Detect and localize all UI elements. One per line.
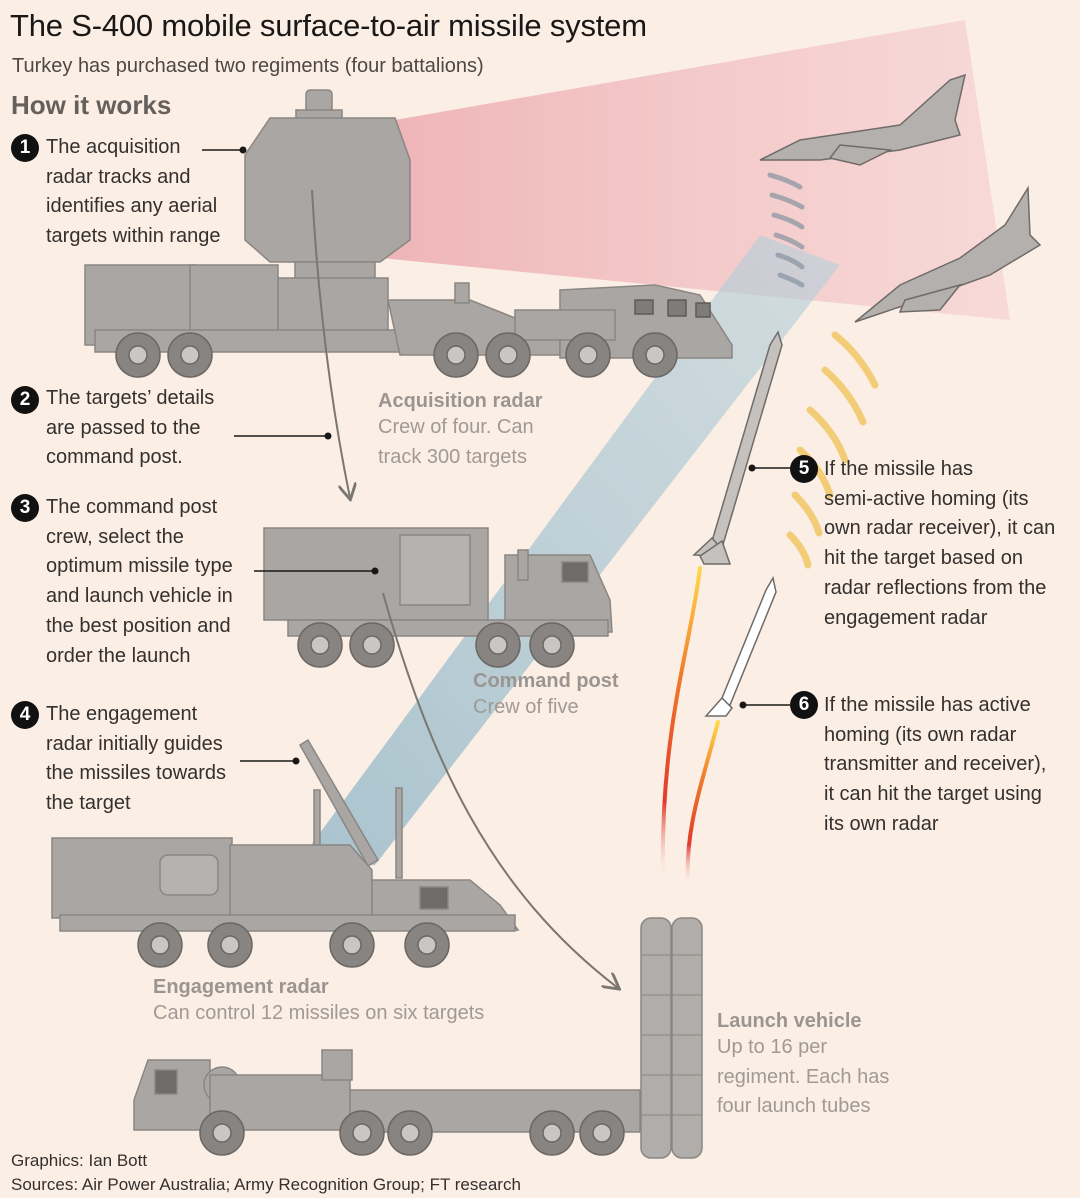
step-6-number-badge: 6 [790,691,818,719]
missile-trail-5 [660,566,702,882]
data-flow-arrow-1 [311,189,350,498]
step-3-number-badge: 3 [11,494,39,522]
graphics-credit: Graphics: Ian Bott [11,1151,148,1170]
fighter-jet-icon [759,73,967,166]
page-title: The S-400 mobile surface-to-air missile … [10,8,647,43]
step-4-number-badge: 4 [11,701,39,729]
homing-waves-icon [786,331,879,569]
acquisition-radar-beam [300,20,1010,320]
radar-pulse-icon [767,172,805,288]
engagement-radar-beam [300,235,840,865]
missile-icon-5 [692,330,783,565]
engagement-radar-vehicle-icon [51,738,520,968]
step-5-number-badge: 5 [790,455,818,483]
leader-dots [239,146,756,765]
leader-lines [202,149,790,762]
data-flow-arrow-2 [382,592,618,988]
command-post-label: Command post Crew of five [473,670,619,718]
section-heading: How it works [11,90,172,120]
launch-vehicle-icon [133,917,703,1159]
missile-icon-6 [704,575,777,717]
missile-trail-6 [685,720,720,887]
step-1-number-badge: 1 [11,134,39,162]
fighter-jet-icon-2 [854,185,1042,323]
engagement-radar-label: Engagement radar Can control 12 missiles… [153,976,485,1024]
acquisition-radar-vehicle-icon [84,89,733,378]
page-subtitle: Turkey has purchased two regiments (four… [12,55,484,77]
step-2-number-badge: 2 [11,386,39,414]
sources-credit: Sources: Air Power Australia; Army Recog… [11,1175,521,1194]
command-post-vehicle-icon [263,527,613,668]
